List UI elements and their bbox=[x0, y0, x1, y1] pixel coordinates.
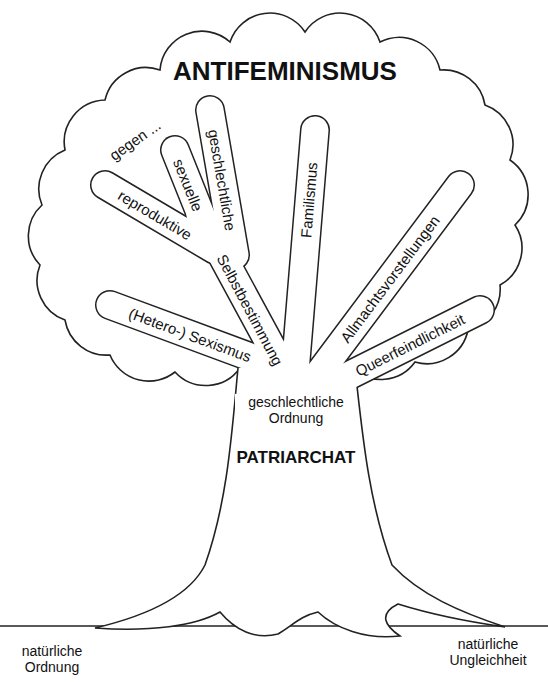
trunk-outline bbox=[95, 368, 505, 637]
trunk-label: PATRIARCHAT bbox=[235, 448, 358, 468]
branch-fills bbox=[105, 110, 480, 380]
branch-label: Familismus bbox=[297, 160, 321, 241]
branch-label: (Hetero-) Sexismus bbox=[125, 304, 256, 366]
crown-outline bbox=[28, 13, 528, 385]
trunk-label: geschlechtliche Ordnung bbox=[235, 394, 357, 426]
root-label: natürliche Ordnung bbox=[10, 643, 94, 675]
branch-label: sexuelle bbox=[169, 154, 207, 215]
tree-title: ANTIFEMINISMUS bbox=[171, 57, 399, 87]
root-label: natürliche Ungleichheit bbox=[439, 636, 538, 668]
branch-label: geschlechtliche bbox=[204, 126, 239, 234]
crown-fill bbox=[28, 13, 528, 385]
branch-outlines bbox=[105, 110, 480, 380]
branch-label: gegen ... bbox=[104, 115, 165, 165]
trunk-fill bbox=[95, 368, 505, 637]
